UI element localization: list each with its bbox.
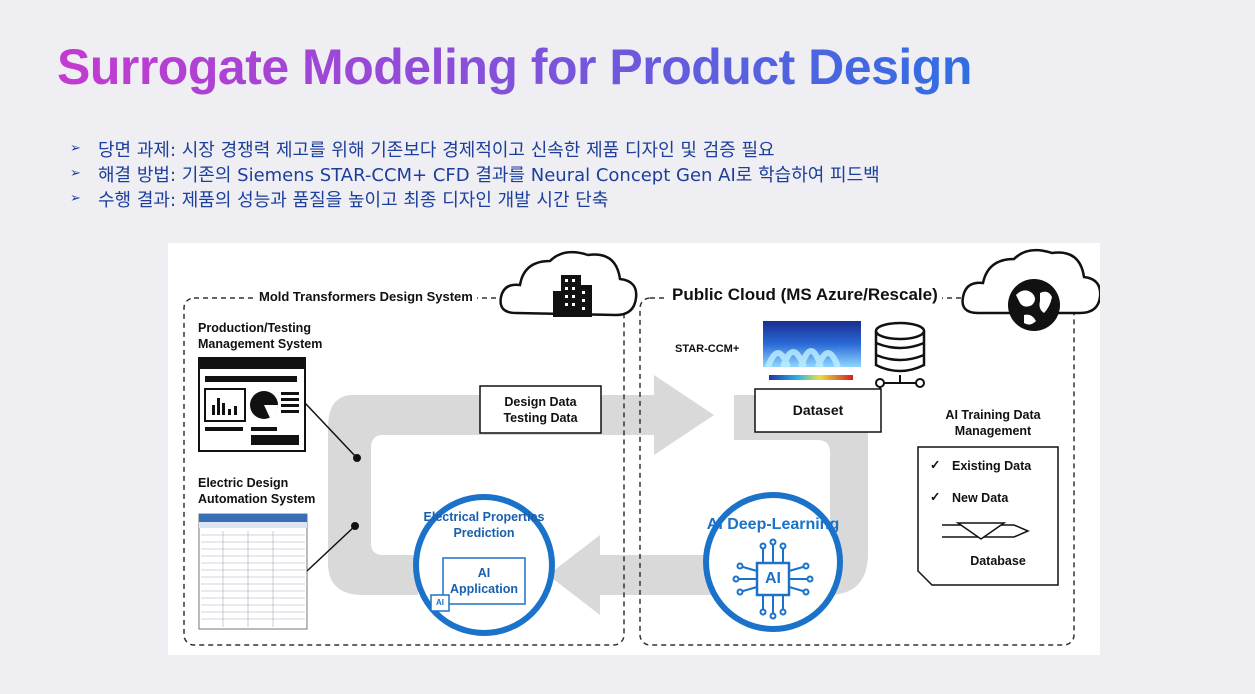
ai-application-label: AI Application [449, 566, 519, 596]
ai-application-box [442, 557, 526, 605]
arrowhead-icon: ➢ [70, 141, 81, 156]
down-arrow-icon [955, 522, 1007, 540]
diagram-graphics [183, 248, 1100, 646]
page-title: Surrogate Modeling for Product Design [57, 39, 972, 95]
training-data-box [917, 446, 1059, 586]
ai-chip-icon [732, 538, 814, 620]
bullet-item: ➢ 당면 과제: 시장 경쟁력 제고를 위해 기존보다 경제적이고 신속한 제품 … [70, 136, 880, 161]
design-data-label: Design Data Testing Data [503, 395, 578, 425]
ai-small-label: AI [436, 598, 444, 607]
existing-data-label: Existing Data [952, 459, 1032, 473]
architecture-diagram: Mold Transformers Design System Public C… [168, 243, 1100, 655]
new-data-label: New Data [952, 491, 1009, 505]
left-system-title: Mold Transformers Design System [255, 289, 477, 305]
ai-training-label: AI Training Data Management [945, 408, 1041, 438]
check-icon: ✓ [930, 490, 941, 504]
database-label: Database [970, 554, 1026, 568]
bullet-text: 해결 방법: 기존의 Siemens STAR-CCM+ CFD 결과를 Neu… [98, 164, 880, 186]
design-data-box [479, 385, 602, 434]
ai-chip-label: AI [765, 570, 781, 587]
star-ccm-label: STAR-CCM+ [675, 343, 740, 355]
dataset-box [754, 388, 882, 433]
ai-chip-small-icon [430, 594, 450, 612]
cfd-result-image [763, 321, 861, 380]
bullet-item: ➢ 수행 결과: 제품의 성능과 품질을 높이고 최종 디자인 개발 시간 단축 [70, 186, 880, 211]
bullet-text: 수행 결과: 제품의 성능과 품질을 높이고 최종 디자인 개발 시간 단축 [98, 189, 609, 211]
right-system-title: Public Cloud (MS Azure/Rescale) [668, 286, 942, 303]
globe-icon [1008, 279, 1060, 331]
arrowhead-icon: ➢ [70, 166, 81, 181]
dataset-label: Dataset [792, 402, 844, 418]
ai-deep-learning-label: AI Deep-Learning [706, 516, 840, 533]
electrical-prediction-label: Electrical Properties Prediction [423, 510, 545, 540]
bullet-list: ➢ 당면 과제: 시장 경쟁력 제고를 위해 기존보다 경제적이고 신속한 제품 … [70, 136, 880, 211]
building-icon [553, 275, 592, 317]
check-icon: ✓ [930, 458, 941, 472]
bullet-text: 당면 과제: 시장 경쟁력 제고를 위해 기존보다 경제적이고 신속한 제품 디… [98, 139, 775, 161]
database-icon [874, 321, 926, 373]
software-screenshot-icon [198, 513, 308, 630]
dashboard-icon [198, 357, 306, 452]
production-testing-label: Production/Testing Management System [198, 321, 323, 351]
bullet-item: ➢ 해결 방법: 기존의 Siemens STAR-CCM+ CFD 결과를 Ne… [70, 161, 880, 186]
arrowhead-icon: ➢ [70, 191, 81, 206]
electric-design-label: Electric Design Automation System [198, 476, 316, 506]
